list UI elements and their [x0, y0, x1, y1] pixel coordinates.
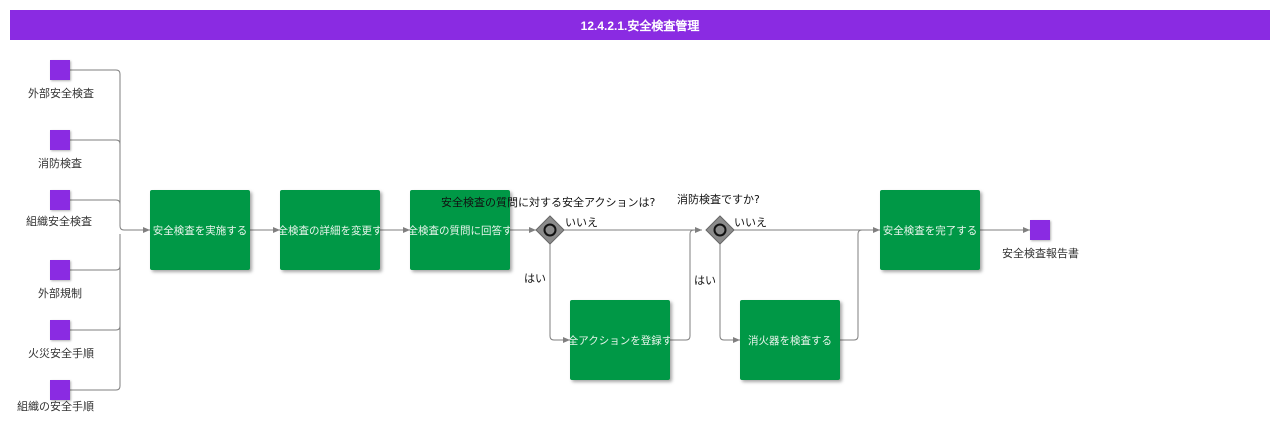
task-inspect-extinguisher[interactable]: 消火器を検査する	[740, 300, 840, 380]
connector-t5-t6	[840, 229, 863, 341]
connector-input-4	[70, 234, 121, 271]
document-icon	[1030, 220, 1050, 240]
connector-g2-yes	[719, 244, 740, 343]
gateway-1-no-label: いいえ	[565, 216, 598, 229]
input-label: 外部安全検査	[28, 87, 94, 100]
connector-input-2	[70, 139, 121, 226]
gateway-2	[705, 215, 735, 245]
connector-g1-yes	[549, 244, 570, 343]
output-label: 安全検査報告書	[1002, 247, 1079, 260]
document-icon	[50, 320, 70, 340]
task-complete-inspection[interactable]: 安全検査を完了する	[880, 190, 980, 270]
input-label: 消防検査	[38, 157, 82, 170]
input-label: 組織安全検査	[26, 215, 92, 228]
document-icon	[50, 130, 70, 150]
document-icon	[50, 60, 70, 80]
connector-input-5	[70, 234, 121, 331]
input-label: 火災安全手順	[28, 347, 94, 360]
input-label: 組織の安全手順	[17, 400, 94, 413]
task-answer-questions[interactable]: 安全検査の質問に回答する	[410, 190, 510, 270]
gateway-1	[535, 215, 565, 245]
input-label: 外部規制	[38, 287, 82, 300]
connector-input-3	[70, 199, 121, 226]
page-title: 12.4.2.1.安全検査管理	[10, 10, 1270, 40]
gateway-2-yes-label: はい	[694, 274, 716, 287]
gateway-1-yes-label: はい	[524, 272, 546, 285]
gateway-2-no-label: いいえ	[734, 216, 767, 229]
document-icon	[50, 380, 70, 400]
document-icon	[50, 190, 70, 210]
document-icon	[50, 260, 70, 280]
task-register-action[interactable]: 安全アクションを登録する	[570, 300, 670, 380]
connector-t4-g2	[670, 229, 695, 341]
task-conduct-inspection[interactable]: 安全検査を実施する	[150, 190, 250, 270]
task-modify-details[interactable]: 安全検査の詳細を変更する	[280, 190, 380, 270]
gateway-2-question: 消防検査ですか?	[677, 193, 760, 206]
connector-input-6	[70, 234, 121, 391]
gateway-1-question: 安全検査の質問に対する安全アクションは?	[441, 196, 656, 209]
